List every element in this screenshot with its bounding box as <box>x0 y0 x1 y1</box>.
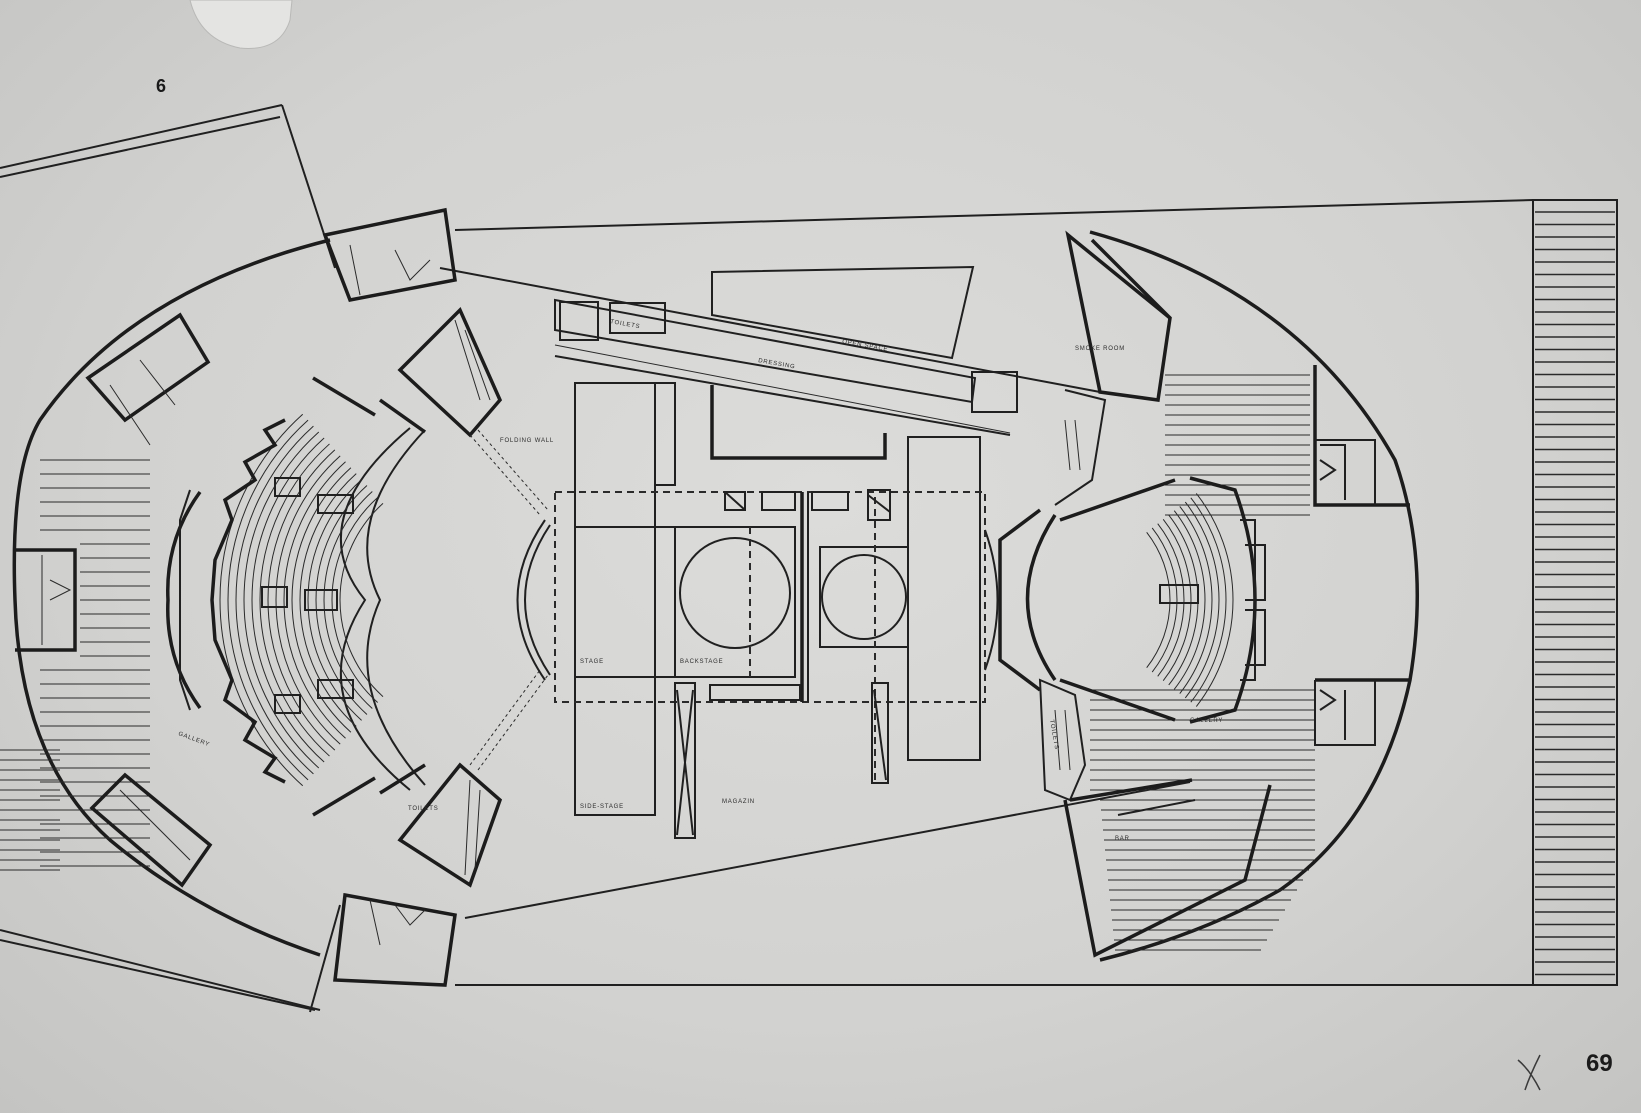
left-toilets <box>397 306 503 888</box>
label-bar: BAR <box>1115 836 1130 842</box>
label-backstage: BACKSTAGE <box>680 659 723 665</box>
hatched-strip <box>1532 199 1618 986</box>
foyer-oval <box>12 238 331 957</box>
foyer-shell-right <box>1089 230 1420 962</box>
dressing-wing <box>554 265 1018 460</box>
label-stage: STAGE <box>580 659 604 665</box>
paper-stain <box>189 0 293 49</box>
label-open-space: OPEN SPACE <box>842 339 889 353</box>
stage-complex <box>554 382 999 839</box>
label-magazin: MAGAZIN <box>722 799 755 805</box>
sheet-number-top: 6 <box>156 76 167 96</box>
label-folding-wall: FOLDING WALL <box>500 438 554 444</box>
pencil-mark <box>1517 1054 1541 1091</box>
label-side-stage: SIDE-STAGE <box>580 804 624 810</box>
strip-hatch <box>1535 211 1615 976</box>
label-toilets-top: TOILETS <box>610 319 641 330</box>
left-auditorium <box>166 376 427 817</box>
label-smoke-room: SMOKE ROOM <box>1075 346 1125 352</box>
site-boundary <box>0 104 1534 1013</box>
label-toilets-left: TOILETS <box>408 806 439 812</box>
room-labels: OPEN SPACE DRESSING TOILETS TOILETS TOIL… <box>177 319 1223 842</box>
wall-top <box>439 267 1101 393</box>
label-gallery-right: GALLERY <box>1190 718 1223 724</box>
wall-bottom <box>464 781 1191 919</box>
right-auditorium <box>998 230 1410 958</box>
label-toilets-right: TOILETS <box>1048 719 1059 750</box>
label-gallery-left: GALLERY <box>177 731 210 748</box>
left-stair-boxes <box>15 207 457 987</box>
sheet-number-bottom: 69 <box>1586 1050 1613 1077</box>
folding-walls <box>469 429 551 771</box>
floor-hatch <box>0 374 1315 951</box>
